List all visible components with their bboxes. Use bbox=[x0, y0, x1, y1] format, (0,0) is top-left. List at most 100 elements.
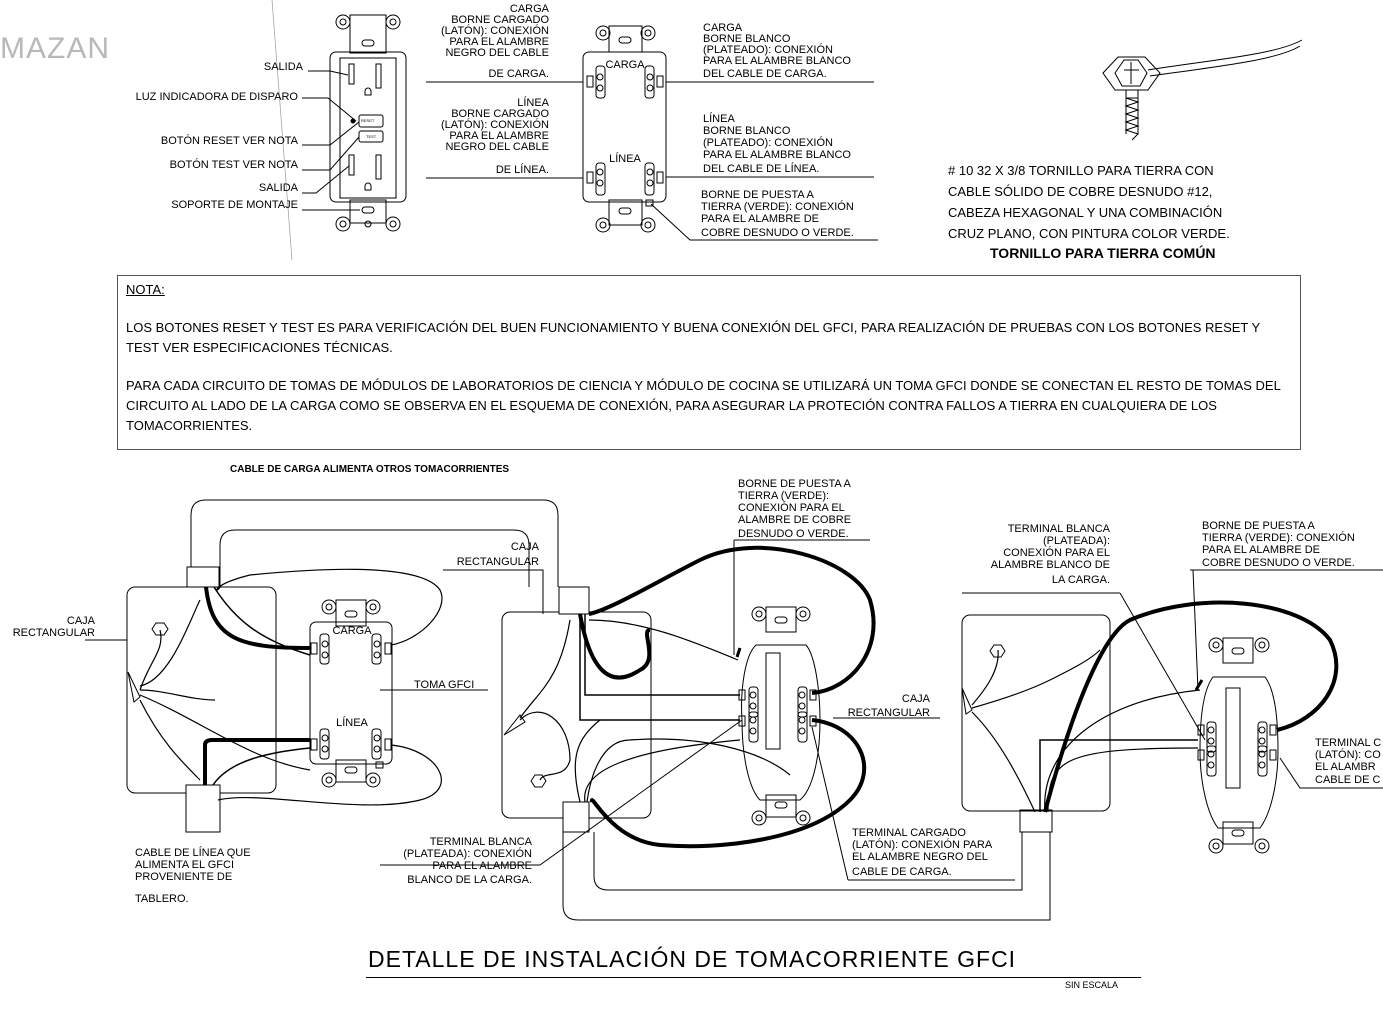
bottom-labels: CABLE DE CARGA ALIMENTA OTROS TOMACORRIE… bbox=[13, 464, 1382, 905]
svg-text:DE LÍNEA.: DE LÍNEA. bbox=[496, 163, 549, 176]
carga-brass-label: CARGA BORNE CARGADO (LATÓN): CONEXIÓN PA… bbox=[441, 3, 550, 80]
svg-text:ALAMBRE BLANCO DE: ALAMBRE BLANCO DE bbox=[991, 559, 1110, 571]
svg-text:BORNE DE PUESTA A: BORNE DE PUESTA A bbox=[738, 478, 852, 490]
svg-text:EL ALAMBRE NEGRO DEL: EL ALAMBRE NEGRO DEL bbox=[852, 851, 988, 863]
label-boton-test: BOTÓN TEST VER NOTA bbox=[170, 158, 299, 171]
screw-caption: # 10 32 X 3/8 TORNILLO PARA TIERRA CON C… bbox=[948, 163, 1230, 241]
svg-text:PARA EL ALAMBRE BLANCO: PARA EL ALAMBRE BLANCO bbox=[703, 55, 851, 67]
svg-text:BORNE CARGADO: BORNE CARGADO bbox=[451, 14, 549, 26]
svg-text:TERMINAL BLANCA: TERMINAL BLANCA bbox=[1008, 523, 1111, 535]
svg-text:NEGRO DEL CABLE: NEGRO DEL CABLE bbox=[445, 47, 549, 59]
svg-text:TIERRA (VERDE): CONEXIÓN: TIERRA (VERDE): CONEXIÓN bbox=[1202, 531, 1355, 544]
svg-text:LÍNEA: LÍNEA bbox=[336, 716, 368, 729]
svg-text:(LATÓN): CO: (LATÓN): CO bbox=[1315, 748, 1381, 761]
note-box: NOTA: LOS BOTONES RESET Y TEST ES PARA V… bbox=[117, 275, 1301, 450]
drawing-title: DETALLE DE INSTALACIÓN DE TOMACORRIENTE … bbox=[368, 946, 1017, 972]
svg-text:(LATÓN): CONEXIÓN PARA: (LATÓN): CONEXIÓN PARA bbox=[852, 838, 993, 851]
top-left-labels: SALIDA LUZ INDICADORA DE DISPARO BOTÓN R… bbox=[136, 59, 646, 211]
left-box-assembly bbox=[85, 499, 559, 833]
label-salida-bottom: SALIDA bbox=[259, 182, 299, 194]
svg-text:CONEXIÓN PARA EL: CONEXIÓN PARA EL bbox=[738, 501, 845, 514]
test-tag: TEST bbox=[366, 134, 377, 139]
svg-text:CARGA: CARGA bbox=[703, 22, 743, 34]
reset-tag: RESET bbox=[361, 118, 375, 123]
svg-text:BORNE BLANCO: BORNE BLANCO bbox=[703, 33, 791, 45]
svg-text:DEL CABLE DE LÍNEA.: DEL CABLE DE LÍNEA. bbox=[703, 162, 819, 175]
svg-text:TERMINAL CARGADO: TERMINAL CARGADO bbox=[852, 827, 966, 839]
middle-box-assembly bbox=[380, 539, 1053, 921]
svg-text:CABLE DE CARGA.: CABLE DE CARGA. bbox=[852, 866, 952, 878]
svg-text:COBRE DESNUDO O VERDE.: COBRE DESNUDO O VERDE. bbox=[1202, 557, 1355, 569]
svg-text:PARA EL ALAMBRE: PARA EL ALAMBRE bbox=[432, 860, 532, 872]
svg-text:(PLATEADO): CONEXIÓN: (PLATEADO): CONEXIÓN bbox=[703, 43, 833, 56]
svg-text:(LATÓN): CONEXIÓN: (LATÓN): CONEXIÓN bbox=[441, 24, 549, 37]
svg-text:DEL CABLE DE CARGA.: DEL CABLE DE CARGA. bbox=[703, 68, 827, 80]
scale-note: SIN ESCALA bbox=[1065, 980, 1119, 990]
label-soporte-montaje: SOPORTE DE MONTAJE bbox=[171, 199, 298, 211]
svg-text:PARA EL ALAMBRE BLANCO: PARA EL ALAMBRE BLANCO bbox=[703, 149, 851, 161]
note-heading: NOTA: bbox=[126, 282, 165, 297]
svg-text:(PLATEADA): CONEXIÓN: (PLATEADA): CONEXIÓN bbox=[403, 847, 532, 860]
svg-text:LÍNEA: LÍNEA bbox=[517, 96, 549, 109]
svg-text:ALIMENTA EL GFCI: ALIMENTA EL GFCI bbox=[135, 859, 234, 871]
svg-text:LÍNEA: LÍNEA bbox=[703, 112, 735, 125]
right-box-assembly bbox=[961, 569, 1383, 854]
toma-gfci-label: TOMA GFCI bbox=[414, 679, 474, 691]
svg-text:PARA EL ALAMBRE: PARA EL ALAMBRE bbox=[449, 36, 549, 48]
watermark-text: MAZAN bbox=[0, 32, 110, 65]
note-paragraph-2: PARA CADA CIRCUITO DE TOMAS DE MÓDULOS D… bbox=[126, 378, 1281, 433]
svg-text:CARGA: CARGA bbox=[510, 3, 550, 15]
svg-text:PARA EL ALAMBRE DE: PARA EL ALAMBRE DE bbox=[1202, 544, 1320, 556]
svg-text:BORNE DE PUESTA A: BORNE DE PUESTA A bbox=[701, 189, 815, 201]
svg-text:CONEXIÓN PARA EL: CONEXIÓN PARA EL bbox=[1003, 546, 1110, 559]
note-paragraph-1: LOS BOTONES RESET Y TEST ES PARA VERIFIC… bbox=[126, 320, 1260, 355]
svg-text:CABLE DE LÍNEA QUE: CABLE DE LÍNEA QUE bbox=[135, 846, 251, 859]
svg-text:TIERRA (VERDE): CONEXIÓN: TIERRA (VERDE): CONEXIÓN bbox=[701, 200, 854, 213]
svg-text:PROVENIENTE DE: PROVENIENTE DE bbox=[135, 871, 232, 883]
svg-text:ALAMBRE DE COBRE: ALAMBRE DE COBRE bbox=[738, 514, 851, 526]
title-underline bbox=[366, 977, 1141, 978]
svg-text:DESNUDO O VERDE.: DESNUDO O VERDE. bbox=[738, 528, 849, 540]
svg-text:(LATÓN): CONEXIÓN: (LATÓN): CONEXIÓN bbox=[441, 118, 549, 131]
ground-screw-drawing bbox=[1102, 39, 1303, 141]
cable-carga-title: CABLE DE CARGA ALIMENTA OTROS TOMACORRIE… bbox=[230, 464, 509, 475]
svg-text:PARA EL ALAMBRE: PARA EL ALAMBRE bbox=[449, 130, 549, 142]
rear-carga-tag: CARGA bbox=[605, 59, 645, 71]
gfci-front-view bbox=[302, 14, 407, 232]
svg-text:CAJA: CAJA bbox=[511, 541, 540, 553]
svg-text:(PLATEADA):: (PLATEADA): bbox=[1043, 535, 1110, 547]
linea-white-label: LÍNEA BORNE BLANCO (PLATEADO): CONEXIÓN … bbox=[703, 112, 851, 175]
gfci-rear-view bbox=[426, 25, 878, 241]
svg-text:PARA EL ALAMBRE DE: PARA EL ALAMBRE DE bbox=[701, 213, 819, 225]
linea-brass-label: LÍNEA BORNE CARGADO (LATÓN): CONEXIÓN PA… bbox=[441, 96, 550, 176]
label-boton-reset: BOTÓN RESET VER NOTA bbox=[161, 134, 299, 147]
svg-text:CARGA: CARGA bbox=[332, 625, 372, 637]
svg-text:DE CARGA.: DE CARGA. bbox=[488, 68, 549, 80]
svg-text:RECTANGULAR: RECTANGULAR bbox=[13, 627, 95, 639]
svg-text:EL ALAMBR: EL ALAMBR bbox=[1315, 761, 1376, 773]
svg-text:RECTANGULAR: RECTANGULAR bbox=[848, 707, 930, 719]
svg-text:(PLATEADO): CONEXIÓN: (PLATEADO): CONEXIÓN bbox=[703, 136, 833, 149]
rear-linea-tag: LÍNEA bbox=[609, 152, 641, 165]
svg-text:TABLERO.: TABLERO. bbox=[135, 893, 189, 905]
label-luz-indicadora: LUZ INDICADORA DE DISPARO bbox=[136, 91, 299, 103]
svg-text:TERMINAL BLANCA: TERMINAL BLANCA bbox=[430, 836, 533, 848]
svg-text:TIERRA (VERDE):: TIERRA (VERDE): bbox=[738, 490, 829, 502]
svg-text:CAJA: CAJA bbox=[902, 693, 931, 705]
svg-text:BORNE CARGADO: BORNE CARGADO bbox=[451, 108, 549, 120]
carga-white-label: CARGA BORNE BLANCO (PLATEADO): CONEXIÓN … bbox=[703, 22, 851, 80]
svg-text:CAJA: CAJA bbox=[67, 615, 96, 627]
svg-text:BLANCO DE LA CARGA.: BLANCO DE LA CARGA. bbox=[407, 874, 532, 886]
svg-text:COBRE DESNUDO O VERDE.: COBRE DESNUDO O VERDE. bbox=[701, 227, 854, 239]
svg-text:TERMINAL C: TERMINAL C bbox=[1315, 737, 1381, 749]
svg-text:NEGRO DEL CABLE: NEGRO DEL CABLE bbox=[445, 141, 549, 153]
screw-title: TORNILLO PARA TIERRA COMÚN bbox=[990, 245, 1216, 261]
svg-text:BORNE DE PUESTA A: BORNE DE PUESTA A bbox=[1202, 520, 1316, 532]
svg-text:CABLE DE C: CABLE DE C bbox=[1315, 774, 1380, 786]
label-salida-top: SALIDA bbox=[264, 61, 304, 73]
svg-text:BORNE BLANCO: BORNE BLANCO bbox=[703, 125, 791, 137]
svg-text:RECTANGULAR: RECTANGULAR bbox=[457, 556, 539, 568]
svg-text:LA CARGA.: LA CARGA. bbox=[1052, 574, 1110, 586]
ground-label-top: BORNE DE PUESTA A TIERRA (VERDE): CONEXI… bbox=[701, 189, 854, 239]
